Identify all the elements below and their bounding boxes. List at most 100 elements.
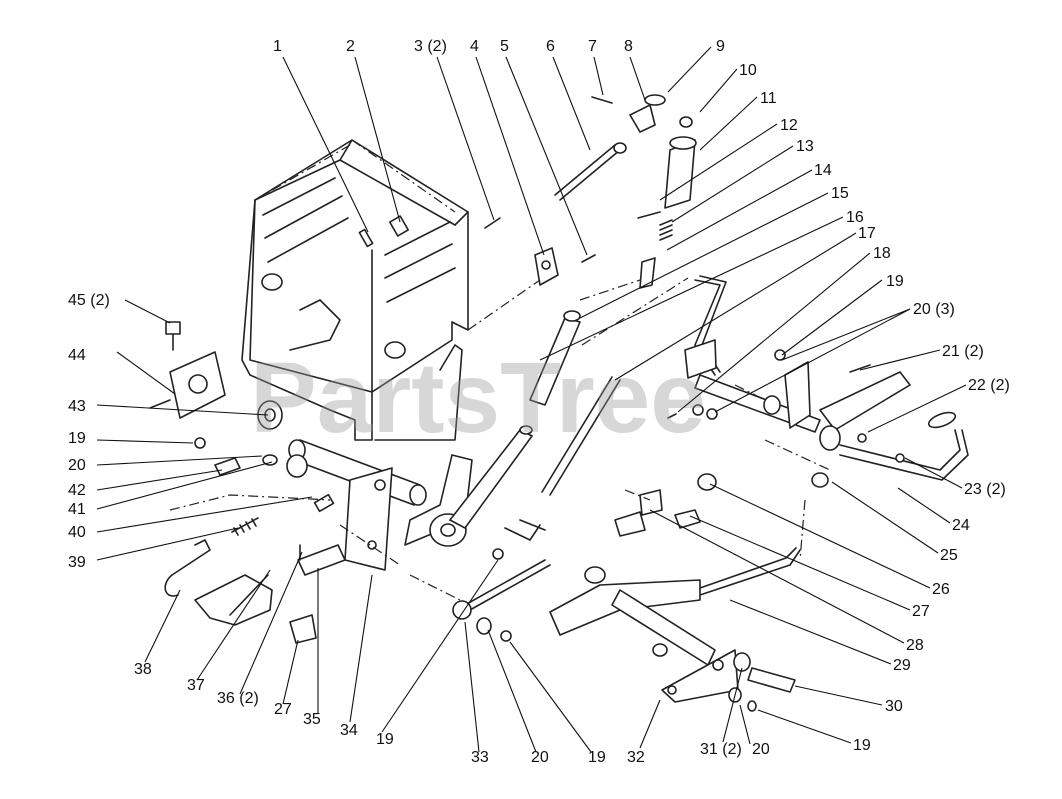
leader-line [867, 384, 967, 433]
leader-line [649, 509, 905, 644]
callout-20-right: 20 [752, 741, 770, 758]
callout-9: 9 [716, 38, 725, 55]
callout-8: 8 [624, 38, 633, 55]
callout-19-bottom: 19 [588, 749, 606, 766]
threaded-rod [452, 559, 551, 642]
callout-38: 38 [134, 661, 152, 678]
callout-20-left: 20 [68, 457, 86, 474]
leader-line [96, 455, 263, 466]
callout-29: 29 [893, 657, 911, 674]
leader-line [475, 56, 545, 256]
callout-31: 31 (2) [700, 741, 742, 758]
phantom-lines [169, 139, 831, 601]
callout-13: 13 [796, 138, 814, 155]
lower-left-hardware [289, 493, 346, 644]
lever-plate [344, 467, 393, 571]
callout-24: 24 [952, 517, 970, 534]
callout-12: 12 [780, 117, 798, 134]
callout-10: 10 [739, 62, 757, 79]
leader-line [144, 589, 181, 663]
leader-line [539, 216, 844, 361]
leader-line [96, 404, 269, 416]
leader-line [831, 481, 939, 554]
leader-line [666, 169, 813, 251]
callout-27-right: 27 [912, 603, 930, 620]
leader-line [781, 279, 883, 356]
leader-lines [96, 46, 967, 753]
leader-line [714, 308, 911, 413]
callout-20-3: 20 (3) [913, 301, 955, 318]
lower-right-shaft [549, 547, 801, 703]
leader-line [124, 299, 171, 324]
callout-5: 5 [500, 38, 509, 55]
console-housing [241, 139, 469, 441]
leader-line [781, 308, 911, 361]
callout-19-left: 19 [68, 430, 86, 447]
callout-40: 40 [68, 524, 86, 541]
callout-6: 6 [546, 38, 555, 55]
callout-44: 44 [68, 347, 86, 364]
leader-line [509, 641, 592, 753]
leader-line [116, 351, 176, 395]
leader-line [96, 527, 239, 561]
leader-line [593, 56, 604, 96]
leader-line [436, 56, 495, 221]
leader-line [239, 551, 303, 695]
callout-22: 22 (2) [968, 377, 1010, 394]
leader-line [739, 704, 751, 745]
callout-39: 39 [68, 554, 86, 571]
callout-19-center: 19 [376, 731, 394, 748]
screw-45 [165, 321, 181, 351]
leader-line [757, 709, 852, 744]
callout-30: 30 [885, 698, 903, 715]
leader-line [699, 68, 738, 113]
control-rod [504, 376, 621, 541]
small-hardware-top [358, 215, 596, 286]
leader-line [677, 252, 871, 413]
callout-34: 34 [340, 722, 358, 739]
leader-line [349, 574, 373, 723]
leader-line [505, 56, 588, 256]
callout-15: 15 [831, 185, 849, 202]
leader-line [96, 439, 194, 444]
leader-line [282, 639, 299, 705]
leader-line [794, 685, 883, 706]
spring-cylinder [637, 116, 697, 289]
leader-line [667, 46, 712, 93]
mount-plate [149, 351, 226, 419]
leader-line [96, 496, 313, 533]
leader-line [354, 56, 401, 223]
leader-line [729, 599, 892, 665]
callout-27-left: 27 [274, 701, 292, 718]
callout-28: 28 [906, 637, 924, 654]
leader-line [96, 461, 273, 510]
leader-line [487, 629, 537, 753]
leader-line [464, 621, 480, 753]
callout-36: 36 (2) [217, 690, 259, 707]
control-tube [449, 310, 581, 529]
callout-23: 23 (2) [964, 481, 1006, 498]
spring-plate-assembly [164, 437, 278, 626]
callout-4: 4 [470, 38, 479, 55]
callout-42: 42 [68, 482, 86, 499]
leader-line [671, 145, 794, 223]
callout-7: 7 [588, 38, 597, 55]
callout-35: 35 [303, 711, 321, 728]
leader-line [614, 232, 857, 381]
bushings [614, 472, 829, 712]
leader-line [639, 699, 661, 749]
callout-14: 14 [814, 162, 832, 179]
callout-11: 11 [760, 90, 777, 107]
callout-16: 16 [846, 209, 864, 226]
callout-20-bottom: 20 [531, 749, 549, 766]
callout-25: 25 [940, 547, 958, 564]
leader-line [282, 56, 369, 233]
callout-3: 3 (2) [414, 38, 447, 55]
leader-line [552, 56, 591, 151]
leader-line [629, 56, 646, 101]
leader-line [579, 192, 829, 319]
leader-line [659, 123, 778, 201]
callout-19-right: 19 [853, 737, 871, 754]
leader-line [96, 469, 223, 491]
